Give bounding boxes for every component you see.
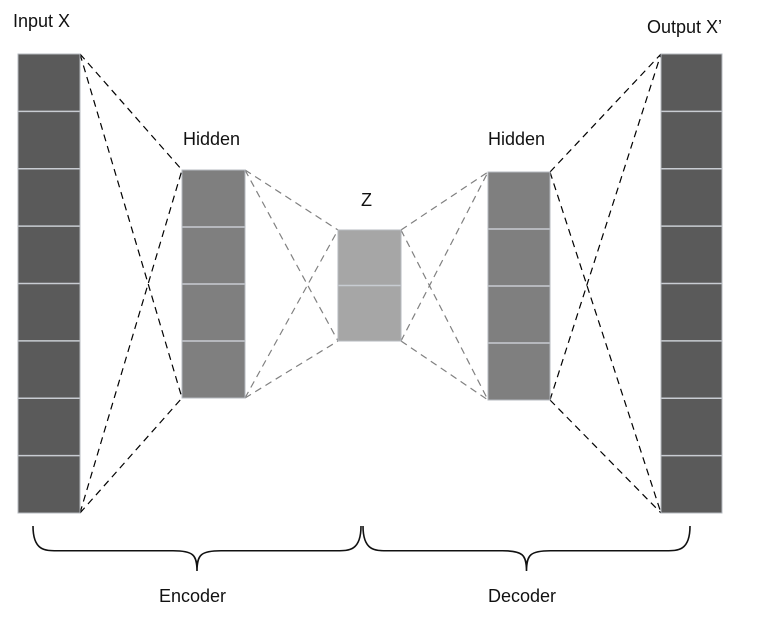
layer-cell bbox=[488, 229, 550, 286]
labels: Input X Hidden Z Hidden Output X’ Encode… bbox=[13, 11, 722, 606]
layer-cell bbox=[18, 340, 80, 399]
encoder-brace bbox=[32, 525, 362, 572]
connection-line bbox=[400, 229, 489, 401]
connection-line bbox=[400, 171, 489, 231]
layer-cell bbox=[18, 398, 80, 456]
layer-cell bbox=[661, 340, 722, 399]
layer-cell bbox=[338, 285, 401, 341]
layer-label-input: Input X bbox=[13, 11, 70, 31]
connection-line bbox=[400, 171, 489, 342]
connection-line bbox=[244, 169, 339, 231]
connection-line bbox=[400, 340, 489, 401]
connection-line bbox=[549, 53, 662, 173]
layer-output bbox=[660, 53, 723, 514]
connection-line bbox=[244, 169, 339, 342]
layer-cell bbox=[661, 226, 722, 284]
layer-outline bbox=[17, 53, 81, 514]
layer-cell bbox=[18, 111, 80, 169]
layer-cell bbox=[18, 455, 80, 513]
layer-outline bbox=[660, 53, 723, 514]
layer-hidden-enc bbox=[181, 169, 246, 399]
layer-label-hidden-encoder: Hidden bbox=[183, 129, 240, 149]
connection-line bbox=[549, 171, 662, 514]
connection-line bbox=[79, 53, 183, 171]
layer-cell bbox=[182, 170, 245, 227]
layer-cell bbox=[488, 286, 550, 343]
layer-outline bbox=[487, 171, 551, 401]
layer-z bbox=[337, 229, 402, 342]
connection-line bbox=[79, 169, 183, 514]
braces bbox=[32, 525, 691, 572]
layer-hidden-dec bbox=[487, 171, 551, 401]
layer-outline bbox=[337, 229, 402, 342]
layer-cell bbox=[661, 111, 722, 169]
decoder-brace bbox=[362, 525, 691, 572]
layer-cell bbox=[18, 168, 80, 227]
layer-label-z: Z bbox=[361, 190, 372, 210]
layer-cell bbox=[661, 283, 722, 341]
layer-label-output: Output X’ bbox=[647, 17, 722, 37]
layer-label-hidden-decoder: Hidden bbox=[488, 129, 545, 149]
connection-line bbox=[549, 53, 662, 401]
layer-input bbox=[17, 53, 81, 514]
connection-line bbox=[79, 53, 183, 399]
layer-cell bbox=[182, 341, 245, 398]
layer-cell bbox=[18, 54, 80, 112]
connection-line bbox=[244, 340, 339, 399]
layer-cell bbox=[661, 455, 722, 513]
layer-cell bbox=[488, 172, 550, 229]
layer-cell bbox=[661, 168, 722, 227]
layer-cell bbox=[18, 283, 80, 341]
connections bbox=[79, 53, 662, 514]
encoder-label: Encoder bbox=[159, 586, 226, 606]
decoder-label: Decoder bbox=[488, 586, 556, 606]
layer-cell bbox=[182, 227, 245, 284]
layer-cell bbox=[338, 230, 401, 286]
layers bbox=[17, 53, 723, 514]
layer-cell bbox=[661, 54, 722, 112]
connection-line bbox=[549, 399, 662, 514]
layer-cell bbox=[182, 284, 245, 341]
layer-outline bbox=[181, 169, 246, 399]
layer-cell bbox=[18, 226, 80, 284]
layer-cell bbox=[661, 398, 722, 456]
connection-line bbox=[244, 229, 339, 399]
connection-line bbox=[79, 397, 183, 514]
layer-cell bbox=[488, 343, 550, 400]
